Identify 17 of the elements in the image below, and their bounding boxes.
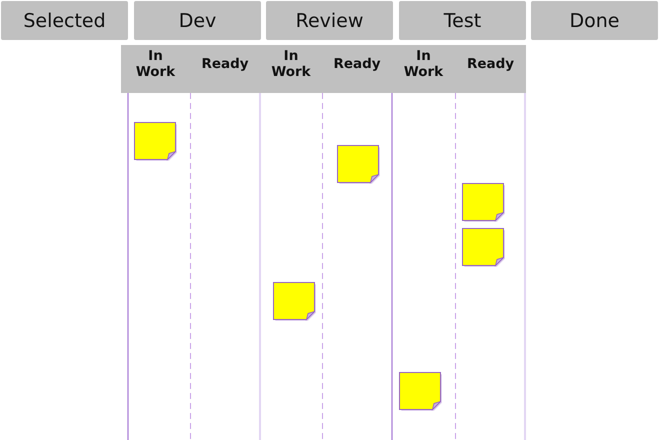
column-header: Dev (134, 1, 261, 40)
subcolumn-header: Ready (190, 45, 260, 93)
sticky-note (337, 145, 380, 184)
column-header: Test (399, 1, 526, 40)
subcolumn-header: Ready (455, 45, 526, 93)
sticky-note (399, 372, 442, 411)
sticky-note (134, 122, 177, 161)
sticky-note (273, 282, 316, 321)
column-header: Selected (1, 1, 128, 40)
subcolumn-header: In Work (121, 45, 190, 93)
column-header: Done (531, 1, 658, 40)
column-header: Review (266, 1, 393, 40)
sticky-note (462, 183, 505, 222)
subcolumn-header: In Work (260, 45, 322, 93)
subcolumn-header: In Work (392, 45, 455, 93)
subcolumn-header: Ready (322, 45, 392, 93)
sticky-note (462, 228, 505, 267)
